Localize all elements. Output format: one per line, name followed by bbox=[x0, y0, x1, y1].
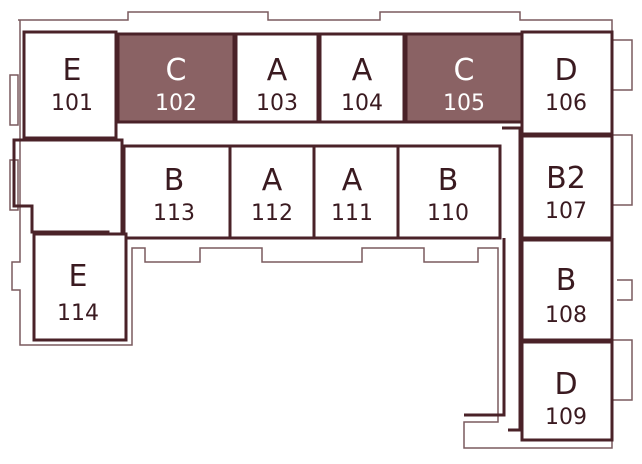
unit-101[interactable] bbox=[22, 30, 118, 140]
unit-102[interactable] bbox=[116, 32, 236, 124]
unit-type-label: A bbox=[262, 163, 283, 198]
unit-number-label: 106 bbox=[545, 91, 587, 116]
unit-number-label: 101 bbox=[51, 91, 93, 116]
unit-number-label: 112 bbox=[251, 201, 293, 226]
unit-type-label: E bbox=[69, 259, 88, 294]
unit-type-label: B bbox=[556, 263, 577, 298]
unit-112[interactable] bbox=[228, 144, 316, 240]
unit-type-label: B2 bbox=[546, 161, 586, 196]
unit-number-label: 104 bbox=[341, 91, 383, 116]
unit-type-label: E bbox=[63, 53, 82, 88]
unit-114[interactable] bbox=[32, 232, 128, 342]
unit-type-label: B bbox=[438, 163, 459, 198]
unit-109[interactable] bbox=[520, 340, 614, 442]
unit-type-label: A bbox=[352, 53, 373, 88]
unit-type-label: C bbox=[166, 53, 187, 88]
unit-labels: E 101 C 102 A 103 A 104 C 105 D 106 B2 1… bbox=[51, 53, 587, 430]
unit-108[interactable] bbox=[520, 238, 614, 342]
unit-type-label: A bbox=[267, 53, 288, 88]
unit-number-label: 105 bbox=[443, 91, 485, 116]
unit-number-label: 107 bbox=[545, 199, 587, 224]
unit-number-label: 110 bbox=[427, 201, 469, 226]
unit-number-label: 102 bbox=[155, 91, 197, 116]
unit-113[interactable] bbox=[122, 144, 232, 240]
corridor-walls bbox=[12, 126, 522, 432]
unit-type-label: D bbox=[554, 367, 577, 402]
unit-110[interactable] bbox=[396, 144, 502, 240]
unit-type-label: A bbox=[342, 163, 363, 198]
unit-111[interactable] bbox=[312, 144, 400, 240]
unit-number-label: 109 bbox=[545, 405, 587, 430]
unit-107[interactable] bbox=[520, 134, 614, 240]
unit-106[interactable] bbox=[520, 30, 614, 136]
unit-type-label: D bbox=[554, 53, 577, 88]
unit-type-label: C bbox=[454, 53, 475, 88]
unit-number-label: 103 bbox=[256, 91, 298, 116]
unit-104[interactable] bbox=[318, 32, 406, 124]
unit-105[interactable] bbox=[404, 32, 524, 124]
unit-number-label: 111 bbox=[331, 201, 373, 226]
unit-number-label: 108 bbox=[545, 303, 587, 328]
unit-number-label: 114 bbox=[57, 301, 99, 326]
unit-103[interactable] bbox=[234, 32, 320, 124]
unit-type-label: B bbox=[164, 163, 185, 198]
unit-number-label: 113 bbox=[153, 201, 195, 226]
